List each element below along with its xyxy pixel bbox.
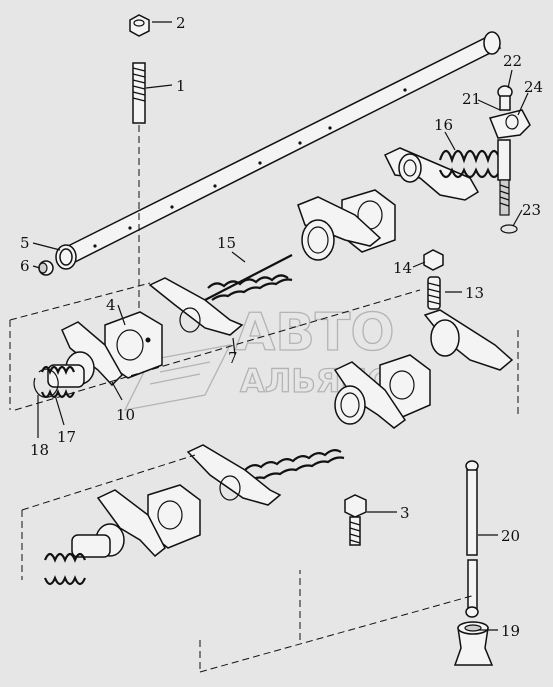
bolt	[344, 494, 367, 546]
spring-15	[204, 254, 293, 301]
circlip	[33, 368, 59, 398]
rocker-arm-lower-left	[186, 444, 282, 506]
adjust-screw	[497, 85, 513, 111]
callout-2: 2	[176, 14, 186, 32]
spring-lower	[244, 448, 345, 483]
callout-18: 18	[30, 441, 49, 459]
callout-3: 3	[400, 504, 410, 522]
rocker-arm-upper-mid	[297, 196, 382, 261]
callout-21: 21	[462, 90, 481, 108]
callout-17: 17	[57, 428, 76, 446]
o-ring	[500, 224, 518, 234]
watermark-line1: АВТО	[235, 303, 395, 363]
leader-lines	[32, 21, 529, 631]
shaft-plug	[38, 260, 54, 276]
callout-22: 22	[503, 52, 522, 70]
rocker-arm-lower-far-left	[71, 489, 166, 558]
nut-14	[423, 249, 444, 271]
callout-13: 13	[465, 284, 484, 302]
rocker-shaft	[55, 31, 502, 270]
callout-24: 24	[524, 78, 543, 96]
callout-6: 6	[20, 257, 30, 275]
push-rod	[465, 460, 479, 618]
rocker-arm-upper-right	[383, 147, 480, 201]
watermark-logo	[123, 344, 232, 411]
stud	[132, 62, 146, 124]
callout-1: 1	[176, 77, 186, 95]
callout-7: 7	[228, 349, 238, 367]
spring-lower-left	[43, 552, 87, 586]
nut	[129, 14, 150, 37]
callout-20: 20	[501, 527, 520, 545]
assembly-lines	[9, 282, 519, 673]
callout-10: 10	[116, 406, 135, 424]
rocker-arm-lower-right	[423, 309, 514, 371]
callout-14: 14	[393, 259, 412, 277]
spring-17	[40, 365, 76, 399]
callout-15: 15	[217, 234, 236, 252]
callout-16: 16	[434, 116, 453, 134]
callout-labels: 2 1 3 4 5 6 7 10 13 14 15 16 17 18 19 20…	[20, 14, 543, 640]
rocker-arm-upper-left	[148, 277, 244, 336]
spring-16	[438, 149, 502, 179]
callout-19: 19	[501, 622, 520, 640]
screw-13	[427, 276, 441, 310]
adjuster-assembly	[488, 109, 531, 216]
callout-4: 4	[106, 296, 116, 314]
rocker-arm-lower-mid	[333, 361, 407, 429]
callout-5: 5	[20, 234, 30, 252]
callout-23: 23	[522, 201, 541, 219]
tappet	[453, 621, 494, 666]
